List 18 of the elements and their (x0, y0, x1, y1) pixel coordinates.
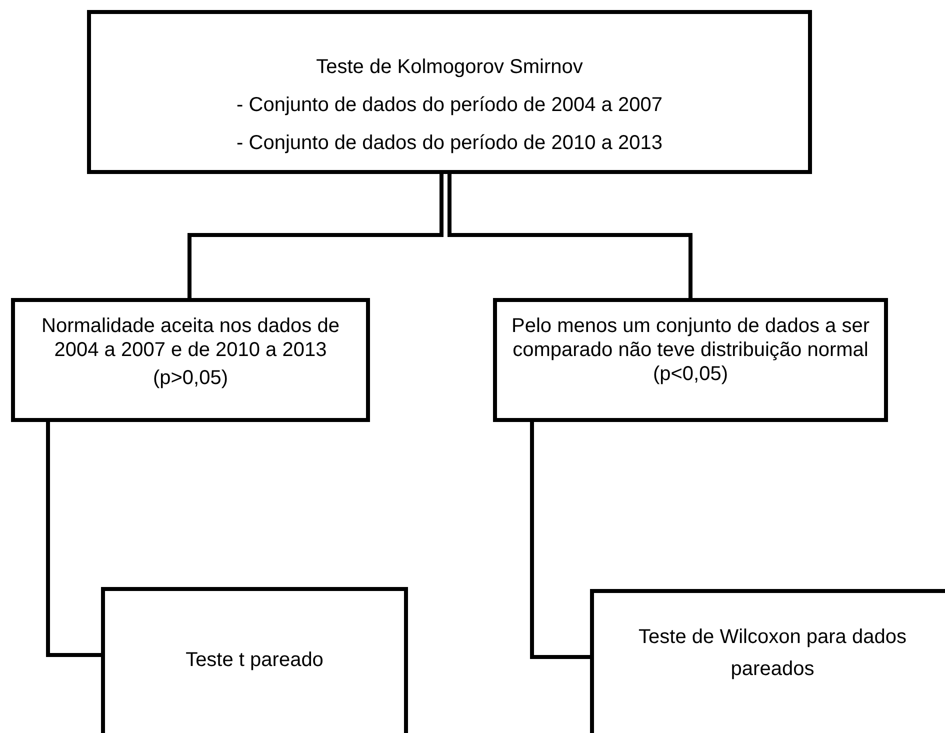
process-box (11, 298, 370, 422)
box-text: Normalidade aceita nos dados de 2004 a 2007 e de 2010 a 2013 (40, 314, 340, 362)
box-text: Teste de Kolmogorov Smirnov (315, 55, 584, 80)
connector-line (188, 172, 444, 300)
box-text: Teste de Wilcoxon para dados pareados (638, 625, 908, 682)
box-text: Pelo menos um conjunto de dados a ser comparado não teve distribuição normal (510, 314, 870, 362)
connector-line (46, 420, 103, 657)
box-text: Teste t pareado (184, 648, 324, 673)
process-box (493, 298, 888, 422)
box-text: (p>0,05) (152, 366, 230, 390)
process-box (101, 587, 408, 733)
process-box (590, 589, 945, 733)
box-text: (p<0,05) (652, 362, 730, 386)
connector-line (448, 172, 692, 300)
box-text: - Conjunto de dados do período de 2004 a 2007 (236, 93, 664, 118)
box-text: - Conjunto de dados do período de 2010 a 2013 (236, 131, 664, 156)
connector-line (530, 420, 592, 659)
process-box (87, 10, 812, 174)
